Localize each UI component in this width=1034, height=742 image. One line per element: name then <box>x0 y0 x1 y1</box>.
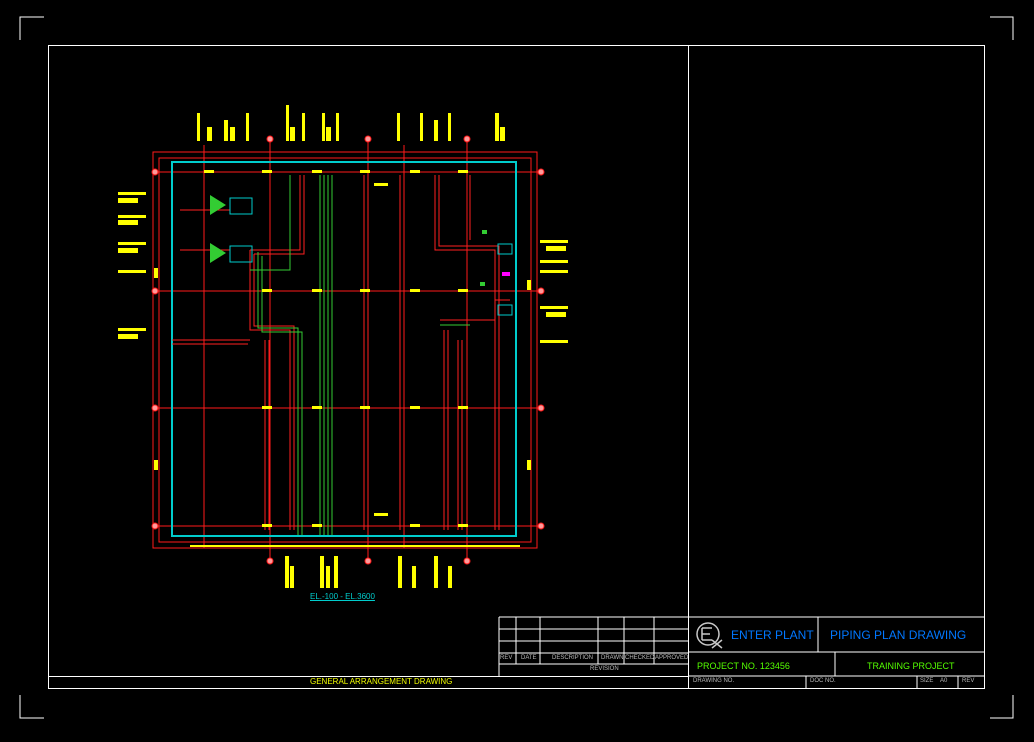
drawing-title: PIPING PLAN DRAWING <box>830 628 967 642</box>
size-value: A0 <box>940 678 948 684</box>
elevation-label: EL.-100 - EL.3600 <box>310 592 375 601</box>
project-number: PROJECT NO. 123456 <box>697 661 790 671</box>
rev-header-date: DATE <box>521 655 537 661</box>
rev-header-description: DESCRIPTION <box>552 655 594 661</box>
rev-header-approved: APPROVED <box>655 655 689 661</box>
bottom-strip-line <box>48 676 689 677</box>
title-column-divider <box>688 45 689 689</box>
rev-header-checked: CHECKED <box>625 655 655 661</box>
project-name: TRAINING PROJECT <box>867 661 955 671</box>
size-label: SIZE <box>920 678 934 684</box>
rev-label: REV <box>962 678 975 684</box>
general-arrangement-label: GENERAL ARRANGEMENT DRAWING <box>310 677 453 686</box>
revision-footer: REVISION <box>590 666 619 672</box>
doc-no-label: DOC NO. <box>810 678 836 684</box>
area-boundary <box>171 161 517 537</box>
rev-header-drawn: DRAWN <box>601 655 624 661</box>
drawing-no-label: DRAWING NO. <box>693 678 735 684</box>
company-name: ENTER PLANT <box>731 628 814 642</box>
sheet-frame <box>48 45 985 689</box>
rev-header-rev: REV <box>500 655 513 661</box>
